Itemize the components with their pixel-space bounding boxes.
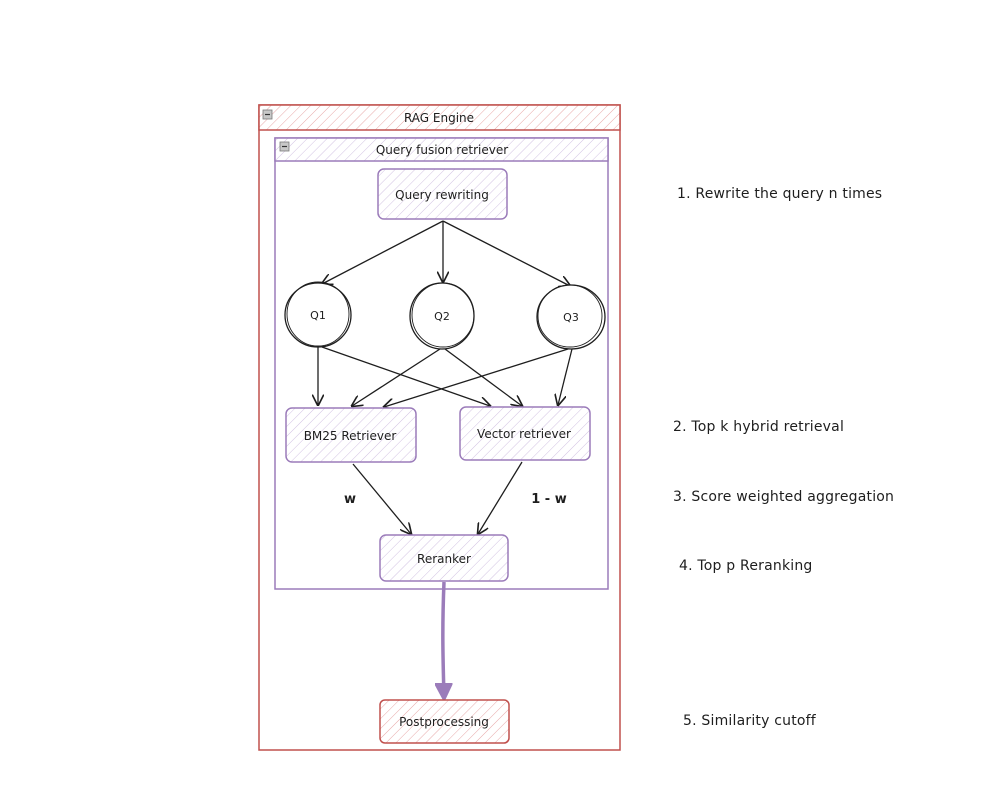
node-query-rewriting-label: Query rewriting [395, 188, 489, 202]
node-q3[interactable]: Q3 [536, 284, 606, 350]
edge-label-1-minus-w: 1 - w [531, 492, 567, 507]
edge-label-w: w [344, 492, 356, 507]
node-reranker[interactable]: Reranker [379, 534, 509, 582]
node-postprocessing-label: Postprocessing [399, 715, 489, 729]
node-q1[interactable]: Q1 [284, 281, 352, 348]
rag-engine-title: RAG Engine [404, 111, 474, 125]
node-bm25-retriever-label: BM25 Retriever [304, 429, 397, 443]
step-note-5: 5. Similarity cutoff [683, 713, 816, 729]
rag-engine-header [258, 104, 621, 131]
node-vector-retriever-label: Vector retriever [477, 427, 571, 441]
edge-reranker-postprocessing [443, 581, 444, 697]
step-note-2: 2. Top k hybrid retrieval [673, 419, 845, 435]
node-vector-retriever[interactable]: Vector retriever [459, 406, 591, 461]
edge-bm25-reranker [352, 463, 411, 534]
node-q2[interactable]: Q2 [409, 282, 475, 350]
query-fusion-container: Query fusion retriever [274, 137, 609, 590]
step-note-4: 4. Top p Reranking [679, 558, 813, 574]
edge-q3-bm25 [384, 348, 569, 407]
query-fusion-collapse-button[interactable] [279, 141, 290, 152]
step-note-1: 1. Rewrite the query n times [677, 186, 883, 202]
edge-rewrite-q3 [442, 220, 570, 286]
query-fusion-header [274, 137, 609, 162]
node-query-rewriting[interactable]: Query rewriting [377, 168, 508, 220]
edge-vector-reranker [478, 461, 523, 534]
node-q1-label: Q1 [310, 309, 326, 322]
edge-q1-vector [321, 346, 490, 406]
query-fusion-title: Query fusion retriever [376, 143, 508, 157]
edge-q2-bm25 [352, 348, 441, 406]
node-postprocessing[interactable]: Postprocessing [379, 699, 510, 744]
edges [318, 220, 573, 534]
edge-rewrite-q1 [322, 220, 444, 284]
edge-q2-vector [444, 348, 522, 406]
step-note-3: 3. Score weighted aggregation [673, 489, 895, 505]
node-bm25-retriever[interactable]: BM25 Retriever [285, 407, 417, 463]
node-reranker-label: Reranker [417, 552, 471, 566]
rag-engine-collapse-button[interactable] [262, 109, 273, 120]
edge-q3-vector [558, 348, 573, 405]
node-q2-label: Q2 [434, 310, 450, 323]
node-q3-label: Q3 [563, 311, 579, 324]
